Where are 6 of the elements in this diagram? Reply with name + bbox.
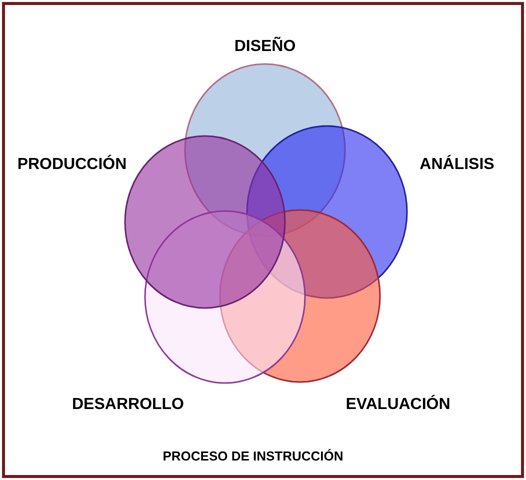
circle-label: EVALUACIÓN (346, 396, 450, 414)
caption: PROCESO DE INSTRUCCIÓN (162, 448, 344, 464)
circle-label: PRODUCCIÓN (17, 156, 127, 174)
circle-label: ANÁLISIS (420, 156, 494, 174)
circle-label: DESARROLLO (72, 396, 184, 414)
circle-label: DISEÑO (234, 38, 296, 56)
